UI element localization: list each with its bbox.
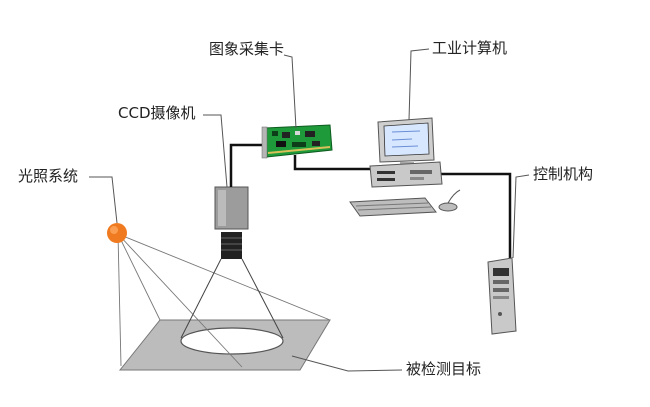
- cables: [229, 143, 512, 262]
- camera-fov-cone: [180, 258, 284, 339]
- leader-lines: [89, 48, 530, 372]
- controller-label: 控制机构: [533, 165, 594, 183]
- light-system-label: 光照系统: [18, 167, 79, 185]
- ccd-camera-label: CCD摄像机: [118, 104, 196, 122]
- light-source: [107, 223, 127, 243]
- capture-card: [261, 124, 333, 159]
- target-plane: [118, 319, 331, 371]
- computer: [349, 117, 461, 217]
- light-rays: [117, 233, 331, 368]
- computer-label: 工业计算机: [432, 39, 508, 57]
- controller-tower: [487, 257, 517, 335]
- ccd-camera: [214, 186, 249, 259]
- capture-card-label: 图象采集卡: [209, 40, 285, 58]
- target-label: 被检测目标: [406, 360, 482, 378]
